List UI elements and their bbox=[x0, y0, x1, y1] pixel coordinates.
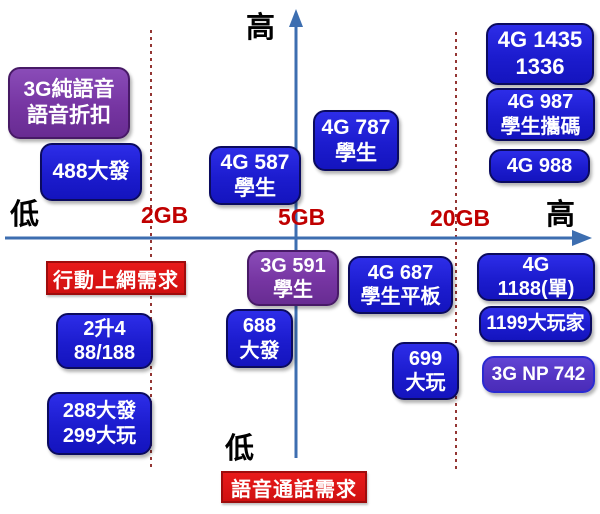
plan-label: 學生 bbox=[335, 141, 377, 165]
plan-label: 學生平板 bbox=[360, 286, 441, 308]
plan-box-1199-big-player: 1199大玩家 bbox=[479, 306, 592, 342]
plan-box-288-dafa-299-dawan: 288大發 299大玩 bbox=[47, 392, 152, 455]
plan-label: 4G 988 bbox=[506, 154, 573, 177]
plan-box-3g-591-student: 3G 591 學生 bbox=[247, 250, 339, 306]
x-axis-high-label: 高 bbox=[546, 199, 576, 231]
plan-label: 4G 687 bbox=[367, 261, 434, 284]
plan-label: 大發 bbox=[239, 339, 280, 362]
plan-box-4g-687-student-tablet: 4G 687 學生平板 bbox=[348, 256, 453, 314]
plan-label: 699 bbox=[408, 347, 443, 370]
x-axis-arrowhead-icon bbox=[572, 230, 592, 246]
plan-label: 1199大玩家 bbox=[486, 313, 585, 335]
plan-box-488-dafa: 488大發 bbox=[40, 143, 142, 201]
plan-label: 88/188 bbox=[73, 342, 136, 364]
tick-2gb: 2GB bbox=[141, 202, 189, 228]
plan-box-2-sheng-4-88-188: 2升4 88/188 bbox=[56, 313, 153, 369]
plan-label: 688 bbox=[242, 315, 277, 338]
plan-label: 4G 787 bbox=[321, 115, 391, 139]
x-axis-title: 行動上網需求 bbox=[46, 261, 186, 295]
plan-box-3g-np-742: 3G NP 742 bbox=[482, 356, 595, 393]
plan-box-3g-pure-voice-discount: 3G純語音 語音折扣 bbox=[8, 67, 130, 139]
plan-label: 3G NP 742 bbox=[491, 363, 586, 385]
plan-label: 488大發 bbox=[52, 160, 130, 184]
plan-label: 4G 1435 bbox=[497, 27, 583, 53]
y-axis-high-label: 高 bbox=[246, 12, 276, 44]
plan-box-4g-587-student: 4G 587 學生 bbox=[209, 146, 301, 205]
plan-label: 語音折扣 bbox=[27, 104, 111, 127]
plan-box-4g-988: 4G 988 bbox=[489, 149, 590, 183]
plan-label: 3G 591 bbox=[260, 254, 326, 277]
plan-box-4g-1435-1336: 4G 1435 1336 bbox=[486, 23, 594, 85]
plan-label: 4G 587 bbox=[220, 150, 290, 174]
plan-label: 學生 bbox=[273, 279, 313, 301]
y-axis-low-label: 低 bbox=[225, 433, 255, 465]
plan-label: 4G bbox=[522, 253, 550, 276]
plan-box-4g-1188-single: 4G 1188(單) bbox=[477, 253, 595, 301]
tick-5gb: 5GB bbox=[278, 204, 326, 230]
y-axis-arrowhead-icon bbox=[289, 9, 303, 27]
plan-label: 2升4 bbox=[83, 317, 126, 340]
plan-label: 3G純語音 bbox=[23, 78, 115, 102]
plan-box-4g-787-student: 4G 787 學生 bbox=[313, 110, 399, 171]
plan-label: 大玩 bbox=[405, 372, 446, 394]
y-axis-title: 語音通話需求 bbox=[221, 471, 367, 503]
plan-label: 學生攜碼 bbox=[500, 115, 581, 138]
plan-label: 學生 bbox=[234, 176, 276, 200]
plan-box-699-dawan: 699 大玩 bbox=[392, 342, 459, 400]
plan-box-4g-987-student-port: 4G 987 學生攜碼 bbox=[486, 88, 595, 141]
plan-label: 299大玩 bbox=[62, 424, 137, 447]
plan-box-688-dafa: 688 大發 bbox=[226, 309, 293, 368]
tick-20gb: 20GB bbox=[430, 205, 491, 231]
x-axis-low-label: 低 bbox=[10, 199, 40, 231]
plan-label: 288大發 bbox=[62, 400, 137, 423]
plan-label: 1188(單) bbox=[497, 278, 575, 300]
plan-label: 1336 bbox=[515, 54, 565, 79]
plan-label: 4G 987 bbox=[507, 91, 574, 114]
